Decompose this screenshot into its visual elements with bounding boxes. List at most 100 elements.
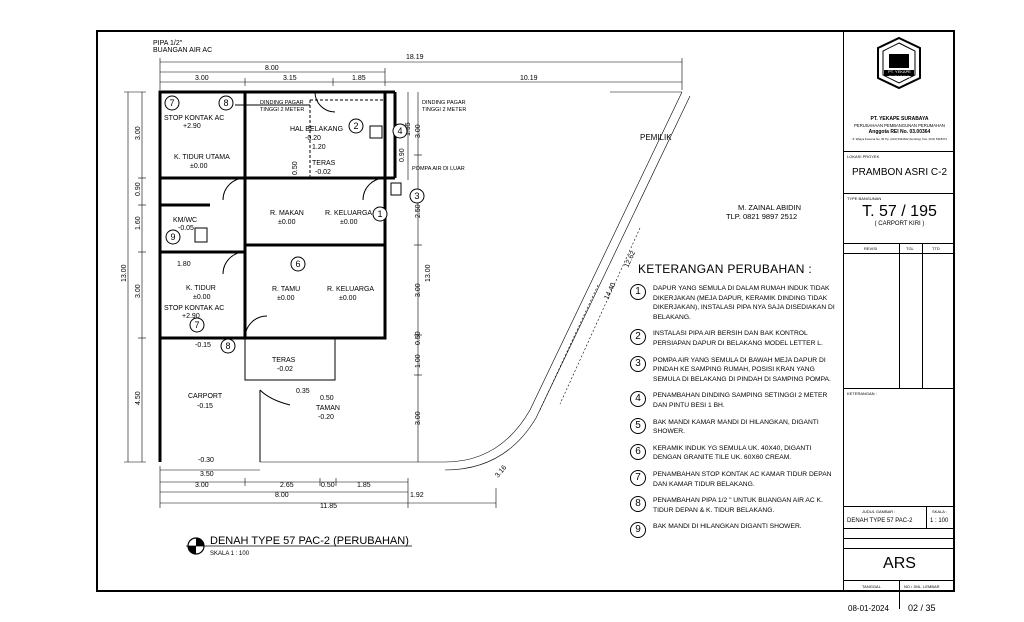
buangan-label: BUANGAN AIR AC bbox=[153, 47, 212, 54]
svg-text:9: 9 bbox=[170, 232, 175, 242]
room-tidur-utama-level: ±0.00 bbox=[190, 163, 208, 170]
room-tidur-level: ±0.00 bbox=[193, 294, 211, 301]
dim-bot-800: 8.00 bbox=[275, 492, 289, 499]
revisi-cell: REVISI TGL TTD bbox=[844, 243, 955, 389]
tanggal-value: 08-01-2024 bbox=[848, 604, 889, 613]
room-kmwc-level: -0.05 bbox=[178, 225, 194, 232]
level-d: 0.50 bbox=[320, 395, 334, 402]
room-taman: TAMAN bbox=[316, 405, 340, 412]
dim-diag-316: 3.16 bbox=[494, 464, 508, 479]
dim-diag-1440: 14.40 bbox=[603, 282, 617, 301]
owner-name: M. ZAINAL ABIDIN bbox=[738, 203, 801, 212]
room-kmwc: KM/WC bbox=[173, 217, 197, 224]
dim-bot-300: 3.00 bbox=[195, 482, 209, 489]
dim-bot-350: 3.50 bbox=[200, 471, 214, 478]
drawing-title: DENAH TYPE 57 PAC-2 (PERUBAHAN) bbox=[210, 535, 409, 547]
judul-value: DENAH TYPE 57 PAC-2 bbox=[847, 518, 913, 524]
svg-text:2: 2 bbox=[353, 121, 358, 131]
judul-cell: JUDUL GAMBAR : SKALA : DENAH TYPE 57 PAC… bbox=[844, 506, 955, 529]
marker-7-bottom: 7 bbox=[189, 317, 205, 333]
lembar-value: 02 / 35 bbox=[908, 603, 936, 613]
room-keluarga-2: R. KELUARGA bbox=[327, 286, 374, 293]
tinggi-label-2: TINGGI 2 METER bbox=[422, 107, 466, 113]
type-sub: ( CARPORT KIRI ) bbox=[874, 221, 925, 227]
stop-kontak-label-2: STOP KONTAK AC bbox=[164, 305, 224, 312]
owner-phone: TLP. 0821 9897 2512 bbox=[726, 212, 797, 221]
pompa-label: POMPA AIR DI LUAR bbox=[412, 166, 465, 172]
company-logo bbox=[877, 36, 921, 90]
type-value: T. 57 / 195 bbox=[862, 203, 937, 220]
dim-top-8: 8.00 bbox=[265, 65, 279, 72]
room-teras-belakang-level: -0.02 bbox=[315, 169, 331, 176]
dim-right-300b: 3.00 bbox=[415, 283, 422, 297]
dim-right-300c: 3.00 bbox=[415, 411, 422, 425]
room-makan: R. MAKAN bbox=[270, 210, 304, 217]
dim-bot-265: 2.65 bbox=[280, 482, 294, 489]
drawing-scale: SKALA 1 : 100 bbox=[210, 551, 250, 557]
room-taman-level: -0.20 bbox=[318, 414, 334, 421]
room-hal-belakang: HAL BELAKANG bbox=[290, 126, 343, 133]
type-cell: TYPE BANGUNAN T. 57 / 195 ( CARPORT KIRI… bbox=[844, 193, 955, 244]
marker-8-top: 8 bbox=[218, 95, 234, 111]
room-keluarga-1-level: ±0.00 bbox=[340, 219, 358, 226]
keterangan-cell: KETERANGAN : bbox=[844, 388, 955, 507]
dim-left-300b: 3.00 bbox=[135, 284, 142, 298]
tinggi-label-1: TINGGI 2 METER bbox=[260, 107, 304, 113]
room-tidur: K. TIDUR bbox=[186, 285, 216, 292]
svg-text:6: 6 bbox=[295, 259, 300, 269]
svg-text:4: 4 bbox=[397, 126, 402, 136]
dim-right-100: 1.00 bbox=[415, 354, 422, 368]
room-carport-level: -0.15 bbox=[197, 403, 213, 410]
room-makan-level: ±0.00 bbox=[278, 219, 296, 226]
dim-right-195: 1.95 bbox=[405, 122, 412, 136]
marker-1: 1 bbox=[372, 206, 388, 222]
stop-kontak-val-1: +2.90 bbox=[183, 123, 201, 130]
dim-top-315: 3.15 bbox=[283, 75, 297, 82]
pipa-label: PIPA 1/2" bbox=[153, 40, 183, 47]
svg-text:8: 8 bbox=[225, 341, 230, 351]
dim-bot-185: 1.85 bbox=[357, 482, 371, 489]
marker-4: 4 bbox=[392, 123, 408, 139]
dim-right-090: 0.90 bbox=[399, 148, 406, 162]
room-keluarga-2-level: ±0.00 bbox=[339, 295, 357, 302]
drawing-title-block: DENAH TYPE 57 PAC-2 (PERUBAHAN) SKALA 1 … bbox=[186, 535, 412, 557]
stop-kontak-val-2: +2.90 bbox=[182, 313, 200, 320]
marker-7-top: 7 bbox=[164, 95, 180, 111]
marker-9: 9 bbox=[165, 229, 181, 245]
company-address: Jl. Wijaya Kusuma No. 36 Tlp. (031) 5344… bbox=[852, 137, 947, 141]
company-sub: PERUSAHAAN PEMBANGUNAN PERUMAHAN bbox=[854, 123, 945, 128]
dim-right-250: 2.50 bbox=[415, 204, 422, 218]
drawing-sheet-border bbox=[96, 30, 955, 592]
room-tidur-utama: K. TIDUR UTAMA bbox=[174, 154, 230, 161]
dim-top-300: 3.00 bbox=[195, 75, 209, 82]
lokasi-value: PRAMBON ASRI C-2 bbox=[851, 167, 948, 178]
level-b: -0.30 bbox=[198, 457, 214, 464]
dinding-pagar-label-1: DINDING PAGAR bbox=[260, 100, 304, 106]
marker-8-bottom: 8 bbox=[220, 338, 236, 354]
dim-top-1019: 10.19 bbox=[520, 75, 538, 82]
dim-m020: -0.20 bbox=[305, 135, 321, 142]
dim-top-185: 1.85 bbox=[352, 75, 366, 82]
notes-heading: KETERANGAN PERUBAHAN : bbox=[638, 262, 812, 276]
room-keluarga-1: R. KELUARGA bbox=[325, 210, 372, 217]
dim-bot-192: 1.92 bbox=[410, 492, 424, 499]
stop-kontak-label-1: STOP KONTAK AC bbox=[164, 115, 224, 122]
marker-2: 2 bbox=[348, 118, 364, 134]
company-member: Anggota REI No. 03.00364 bbox=[868, 129, 931, 135]
dim-left-090: 0.90 bbox=[135, 182, 142, 196]
svg-text:3: 3 bbox=[414, 191, 419, 201]
dim-bot-050: 0.50 bbox=[321, 482, 335, 489]
svg-text:8: 8 bbox=[223, 98, 228, 108]
dim-m050: 0.50 bbox=[292, 161, 299, 175]
dim-bot-1185: 11.85 bbox=[320, 503, 337, 510]
dim-left-160: 1.60 bbox=[135, 216, 142, 230]
dinding-pagar-label-2: DINDING PAGAR bbox=[422, 100, 466, 106]
